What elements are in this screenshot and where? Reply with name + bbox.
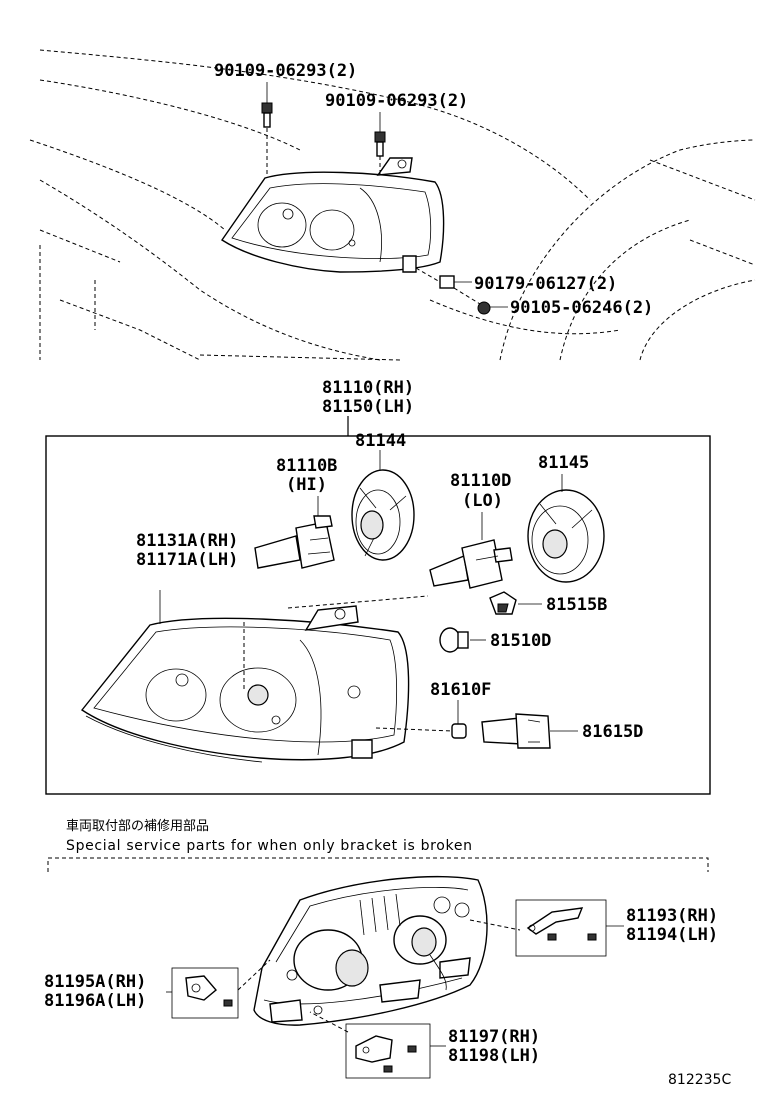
small-socket — [489, 591, 517, 615]
label-lo-bulb: 81110D — [450, 471, 511, 491]
label-side-bracket-lh: 81196A(LH) — [44, 991, 146, 1011]
label-assembly-lh: 81150(LH) — [322, 397, 414, 417]
side-bracket-part — [171, 967, 239, 1019]
wedge-socket — [481, 713, 551, 749]
label-side-bracket-rh: 81195A(RH) — [44, 972, 146, 992]
hi-beam-cover — [351, 469, 415, 561]
label-lo-cover: 81145 — [538, 453, 589, 473]
label-hi-cover: 81144 — [355, 431, 406, 451]
small-bulb — [439, 627, 469, 653]
wedge-bulb-path — [375, 727, 453, 732]
label-upper-bracket-lh: 81194(LH) — [626, 925, 718, 945]
wedge-bulb — [451, 723, 467, 739]
upper-bracket-part — [515, 899, 607, 957]
label-assembly-rh: 81110(RH) — [322, 378, 414, 398]
label-unit-lh: 81171A(LH) — [136, 550, 238, 570]
leader-side-bracket — [237, 959, 271, 991]
exploded-view-box — [45, 435, 711, 795]
label-wedge-socket: 81615D — [582, 722, 643, 742]
label-hi-note: (HI) — [286, 475, 327, 495]
bracket-region-outline — [47, 857, 709, 872]
label-wedge-bulb: 81610F — [430, 680, 491, 700]
diagram-code: 812235C — [668, 1072, 731, 1088]
hi-beam-bulb — [254, 515, 335, 569]
lo-beam-cover — [527, 489, 605, 583]
label-upper-bracket-rh: 81193(RH) — [626, 906, 718, 926]
vehicle-body-outline — [29, 49, 756, 361]
lower-bracket-part — [345, 1023, 431, 1079]
label-small-bulb: 81510D — [490, 631, 551, 651]
label-nut: 90179-06127(2) — [474, 274, 617, 294]
leader-lower-bracket — [309, 1011, 349, 1033]
service-note-japanese: 車両取付部の補修用部品 — [66, 819, 209, 834]
label-lower-bracket-lh: 81198(LH) — [448, 1046, 540, 1066]
leader-upper-bracket — [469, 919, 521, 931]
label-bolt-left: 90109-06293(2) — [214, 61, 357, 81]
label-lower-bracket-rh: 81197(RH) — [448, 1027, 540, 1047]
label-hi-bulb: 81110B — [276, 456, 337, 476]
label-lo-note: (LO) — [462, 491, 503, 511]
headlamp-unit-exploded — [80, 590, 429, 763]
label-unit-rh: 81131A(RH) — [136, 531, 238, 551]
lo-beam-bulb — [429, 539, 513, 589]
label-bolt-right: 90109-06293(2) — [325, 91, 468, 111]
service-note-english: Special service parts for when only brac… — [66, 838, 472, 854]
installed-headlamp — [221, 82, 508, 315]
headlamp-housing-rear — [253, 875, 488, 1026]
label-small-socket: 81515B — [546, 595, 607, 615]
label-screw: 90105-06246(2) — [510, 298, 653, 318]
